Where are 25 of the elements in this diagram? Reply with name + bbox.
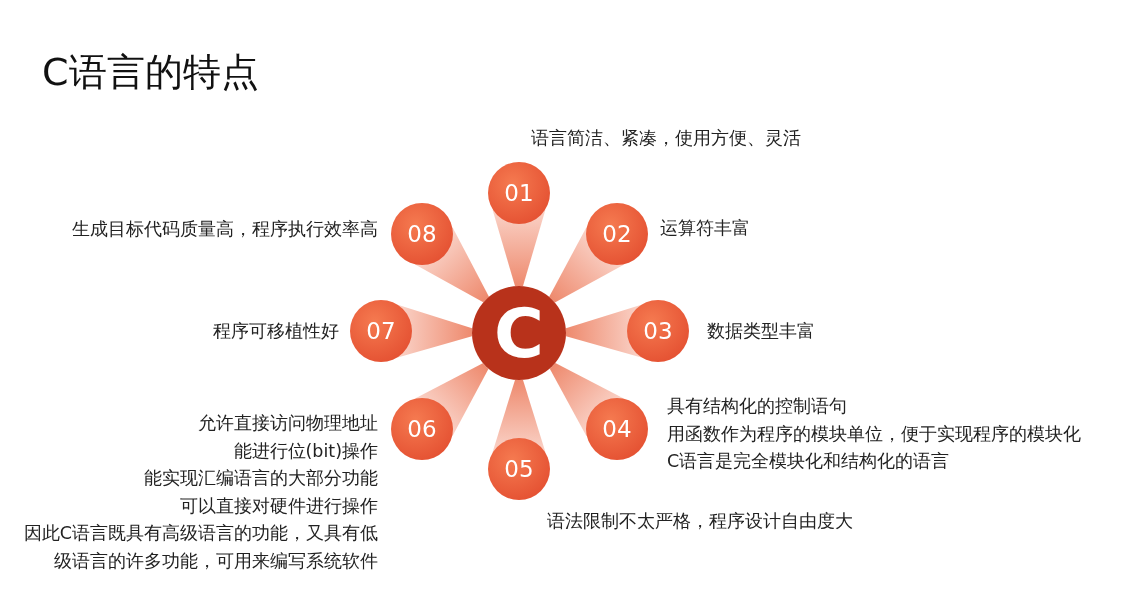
- feature-text: C语言是完全模块化和结构化的语言: [667, 450, 951, 473]
- number-label: 08: [407, 221, 437, 247]
- feature-text: 程序可移植性好: [213, 320, 339, 343]
- feature-text: 因此C语言既具有高级语言的功能，又具有低级语言的许多功能，可用来编写系统软件: [22, 522, 378, 573]
- feature-text: 用函数作为程序的模块单位，便于实现程序的模块化: [667, 422, 1081, 446]
- feature-text: 语言简洁、紧凑，使用方便、灵活: [530, 127, 802, 150]
- letter-circle: [472, 286, 566, 380]
- feature-text: 语法限制不太严格，程序设计自由度大: [547, 510, 853, 533]
- feature-text: 能实现汇编语言的大部分功能: [143, 467, 378, 490]
- number-label: 07: [366, 318, 396, 344]
- feature-text: 能进行位(bit)操作: [232, 439, 378, 463]
- number-label: 05: [504, 456, 534, 482]
- number-label: 02: [602, 221, 632, 247]
- number-label: 04: [602, 416, 632, 442]
- feature-text: 具有结构化的控制语句: [667, 395, 848, 418]
- letter-label: C: [494, 293, 544, 373]
- feature-text: 数据类型丰富: [707, 320, 815, 343]
- number-label: 03: [643, 318, 673, 344]
- feature-text: 生成目标代码质量高，程序执行效率高: [72, 218, 378, 241]
- title: C语言的特点: [42, 49, 259, 96]
- feature-text: 允许直接访问物理地址: [197, 412, 378, 435]
- feature-text: 可以直接对硬件进行操作: [179, 494, 378, 518]
- number-label: 06: [407, 416, 437, 442]
- feature-text: 运算符丰富: [660, 217, 750, 240]
- number-label: 01: [504, 180, 534, 206]
